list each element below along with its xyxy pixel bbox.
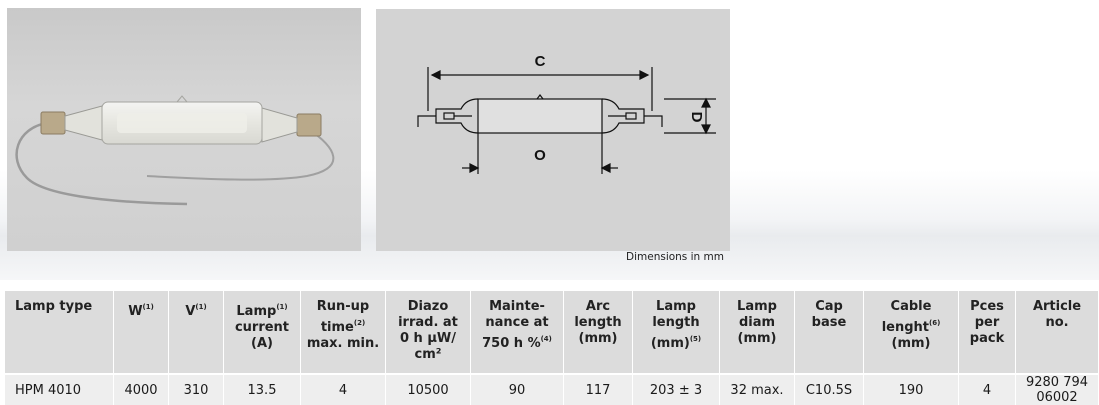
header-row: Lamp type W(1) V(1) Lamp(1)current (A) R…: [5, 291, 1099, 373]
cell-maintenance: 90: [471, 373, 564, 405]
cell-arc-length: 117: [564, 373, 633, 405]
header-lamp-type: Lamp type: [5, 291, 114, 373]
spec-table: Lamp type W(1) V(1) Lamp(1)current (A) R…: [5, 291, 1099, 405]
header-cap-base: Cap base: [795, 291, 864, 373]
dimensions-note: Dimensions in mm: [626, 251, 724, 263]
header-volt: V(1): [169, 291, 224, 373]
header-cable-length: Cable lenght(6)(mm): [864, 291, 959, 373]
table-row: HPM 4010 4000 310 13.5 4 10500 90 117 20…: [5, 373, 1099, 405]
header-pieces-per-pack: Pces per pack: [959, 291, 1016, 373]
header-lamp-diam: Lamp diam (mm): [720, 291, 795, 373]
dimension-drawing: C O D: [376, 9, 730, 251]
cell-lamp-current: 13.5: [224, 373, 301, 405]
header-lamp-current: Lamp(1)current (A): [224, 291, 301, 373]
dimension-label-o: O: [534, 147, 546, 164]
cell-volt: 310: [169, 373, 224, 405]
cell-cable-length: 190: [864, 373, 959, 405]
cell-watt: 4000: [114, 373, 169, 405]
dimension-label-d: D: [688, 112, 705, 123]
header-diazo-irrad: Diazo irrad. at 0 h µW/ cm²: [386, 291, 471, 373]
lamp-photo: [7, 8, 361, 251]
cell-lamp-length: 203 ± 3: [633, 373, 720, 405]
header-article-no: Article no.: [1016, 291, 1099, 373]
cell-lamp-diam: 32 max.: [720, 373, 795, 405]
header-maintenance: Mainte- nance at 750 h %(4): [471, 291, 564, 373]
dimension-label-c: C: [535, 53, 546, 70]
cell-lamp-type: HPM 4010: [5, 373, 114, 405]
header-arc-length: Arc length (mm): [564, 291, 633, 373]
header-run-up-time: Run-up time(2)max. min.: [301, 291, 386, 373]
cell-run-up-time: 4: [301, 373, 386, 405]
cell-cap-base: C10.5S: [795, 373, 864, 405]
cell-diazo-irrad: 10500: [386, 373, 471, 405]
header-lamp-length: Lamp length (mm)(5): [633, 291, 720, 373]
lamp-dimension-diagram: C O D: [417, 53, 716, 174]
header-watt: W(1): [114, 291, 169, 373]
cell-article-no: 9280 794 06002: [1016, 373, 1099, 405]
cell-pieces-per-pack: 4: [959, 373, 1016, 405]
lamp-photo-illustration: [15, 95, 335, 206]
